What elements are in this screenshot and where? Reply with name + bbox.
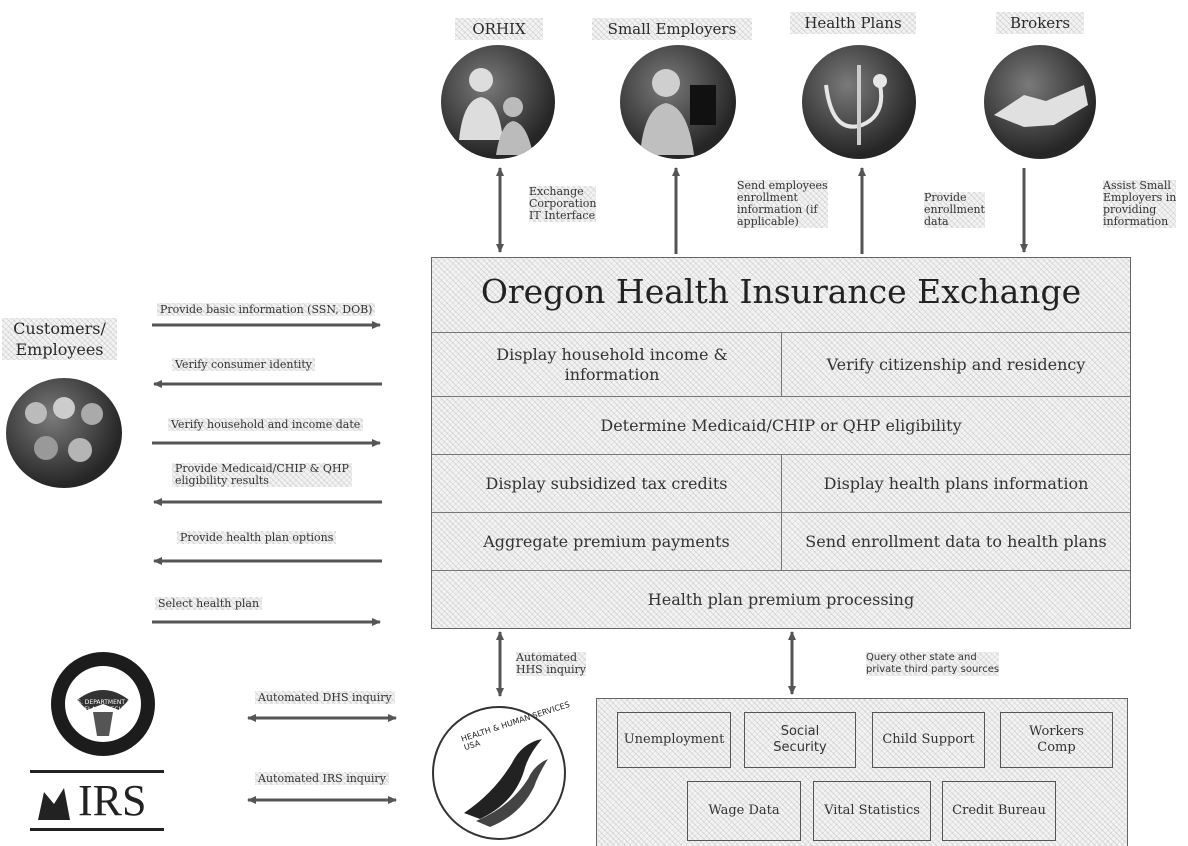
exchange-title: Oregon Health Insurance Exchange <box>480 272 1082 311</box>
exchange-row-1: Display household income & information V… <box>432 332 1130 397</box>
customers-group-icon <box>6 378 122 488</box>
flow-select-plan-label: Select health plan <box>155 597 262 610</box>
employee-icon <box>620 45 736 159</box>
irs-logo-text: IRS <box>78 776 147 825</box>
citizenship-cell: Verify citizenship and residency <box>826 355 1086 374</box>
exchange-box: Oregon Health Insurance Exchange Display… <box>431 257 1131 629</box>
flow-eligibility-results-label: Provide Medicaid/CHIP & QHP eligibility … <box>172 463 352 487</box>
vital-statistics-source: Vital Statistics <box>813 781 931 841</box>
stethoscope-icon <box>802 45 916 159</box>
exchange-row-4: Aggregate premium payments Send enrollme… <box>432 512 1130 571</box>
premium-processing-cell: Health plan premium processing <box>647 589 915 609</box>
flow-plan-options-label: Provide health plan options <box>177 531 336 544</box>
hhs-seal: HEALTH & HUMAN SERVICES USA <box>424 700 574 843</box>
customers-label: Customers/ Employees <box>2 318 117 360</box>
household-income-cell: Display household income & information <box>496 345 728 384</box>
unemployment-source: Unemployment <box>617 712 731 768</box>
flow-household-income-label: Verify household and income date <box>168 418 363 431</box>
health-plans-info-cell: Display health plans information <box>823 474 1089 493</box>
premium-payments-cell: Aggregate premium payments <box>483 532 730 551</box>
flow-verify-identity-label: Verify consumer identity <box>172 358 315 371</box>
enrollment-data-cell: Send enrollment data to health plans <box>805 532 1107 551</box>
handshake-icon <box>984 45 1096 159</box>
dhs-seal-text: U.S. DEPARTMENT OF HOMELAND SECURITY <box>69 699 137 713</box>
small-employers-label: Small Employers <box>592 18 752 40</box>
eligibility-cell: Determine Medicaid/CHIP or QHP eligibili… <box>600 416 962 435</box>
brokers-label: Brokers <box>996 12 1084 34</box>
exchange-row-2: Determine Medicaid/CHIP or QHP eligibili… <box>432 396 1130 455</box>
dhs-inquiry-label: Automated DHS inquiry <box>255 691 395 704</box>
exchange-row-5: Health plan premium processing <box>432 570 1130 628</box>
irs-logo: IRS <box>30 770 164 832</box>
credit-bureau-source: Credit Bureau <box>942 781 1056 841</box>
irs-inquiry-label: Automated IRS inquiry <box>255 772 389 785</box>
flow-basic-info-label: Provide basic information (SSN, DOB) <box>157 303 375 316</box>
exchange-row-3: Display subsidized tax credits Display h… <box>432 454 1130 513</box>
child-support-source: Child Support <box>872 712 985 768</box>
tax-credits-cell: Display subsidized tax credits <box>485 474 728 493</box>
dhs-seal: U.S. DEPARTMENT OF HOMELAND SECURITY <box>47 650 159 758</box>
orhix-label: ORHIX <box>455 18 543 40</box>
wage-data-source: Wage Data <box>687 781 801 841</box>
health-plans-label: Health Plans <box>790 12 916 34</box>
people-icon <box>441 45 555 159</box>
